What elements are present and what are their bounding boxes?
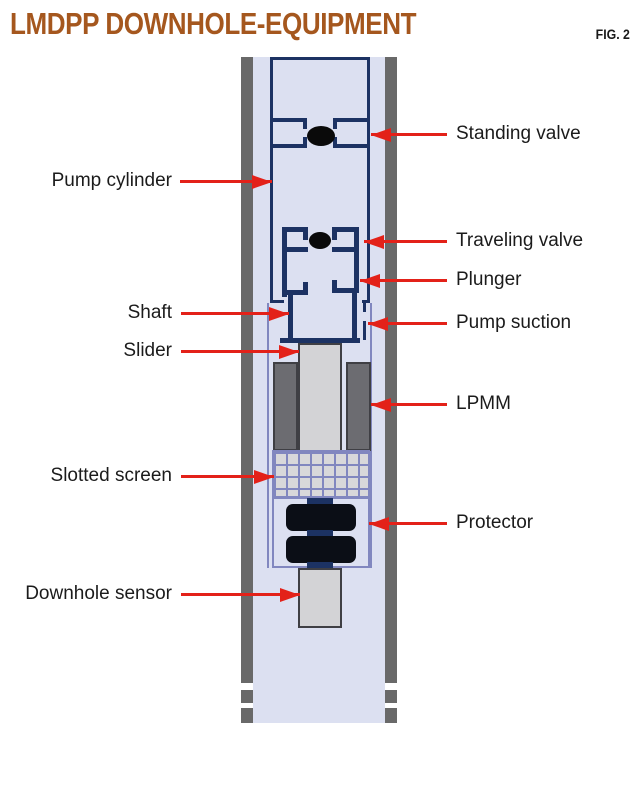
housing-right-line [370,303,372,568]
casing-right-wall [385,57,397,683]
shaft-bottom-rail [280,338,360,343]
shaft-left-wall [288,295,293,343]
protector-coupling-bottom [307,562,333,568]
shaft-arrow [181,312,289,315]
pump-suction-line-upper [363,303,366,312]
standing-valve-rail-bottom-left [271,144,307,148]
lpmm-block-right [346,362,371,451]
slotted-screen-arrow [181,475,274,478]
standing-valve-tick-top-right [333,118,337,129]
pump-cylinder-left-hook [270,300,284,303]
page-title: LMDPP DOWNHOLE-EQUIPMENT [10,6,417,41]
protector-label: Protector [456,512,534,533]
casing-right-wall-dash-2 [385,708,397,723]
standing-valve-rail-top-left [271,118,307,122]
downhole-sensor-arrow [181,593,300,596]
plunger-bottom-rail-left [282,290,308,295]
traveling-valve-ball [309,232,331,249]
standing-valve-tick-top-left [303,118,307,129]
shaft-label: Shaft [127,302,172,323]
pump-cylinder-right-jog [362,300,370,303]
plunger-arrow [360,279,447,282]
traveling-valve-rail-top-left [282,227,308,232]
plunger-bottom-tick-left [303,282,308,294]
figure-number: FIG. 2 [595,26,630,42]
pump-cylinder-right-line [367,57,370,303]
pump-cylinder-label: Pump cylinder [51,170,172,191]
pump-suction-arrow [368,322,447,325]
plunger-bottom-rail-right [332,288,359,293]
traveling-valve-rail-top-right [332,227,359,232]
casing-left-wall-dash-1 [241,690,253,703]
traveling-valve-rail2-left [282,247,308,252]
casing-left-wall [241,57,253,683]
slider-label: Slider [123,340,172,361]
traveling-valve-label: Traveling valve [456,230,584,251]
casing-left-wall-dash-2 [241,708,253,723]
lpmm-label: LPMM [456,393,511,414]
plunger-bottom-tick-right [332,280,337,292]
slider-arrow [181,350,299,353]
traveling-valve-tick-right [332,227,337,240]
plunger-left-wall [282,227,287,297]
plunger-right-wall [354,227,359,293]
standing-valve-rail-top-right [333,118,370,122]
housing-left-line [267,303,269,568]
protector-module-1 [286,504,356,531]
standing-valve-tick-bottom-right [333,137,337,148]
protector-coupling-middle [307,530,333,537]
traveling-valve-arrow [364,240,447,243]
protector-arrow [369,522,447,525]
pump-suction-label: Pump suction [456,312,572,333]
protector-coupling-top [307,498,333,505]
standing-valve-label: Standing valve [456,123,581,144]
lpmm-block-left [273,362,298,451]
casing-right-wall-dash-1 [385,690,397,703]
standing-valve-ball [307,126,335,146]
pump-cylinder-arrow [180,180,272,183]
slider-rod [298,343,342,452]
pump-cylinder-top-rail [270,57,370,60]
standing-valve-tick-bottom-left [303,137,307,148]
slotted-screen-grid [272,450,370,498]
plunger-label: Plunger [456,269,522,290]
standing-valve-rail-bottom-right [333,144,370,148]
downhole-sensor-label: Downhole sensor [25,583,172,604]
shaft-right-wall [352,293,357,343]
pump-suction-line-lower [363,321,366,340]
traveling-valve-rail2-right [332,247,359,252]
slotted-screen-label: Slotted screen [50,465,172,486]
standing-valve-arrow [371,133,447,136]
downhole-sensor-body [298,568,342,628]
protector-module-2 [286,536,356,563]
lpmm-arrow [371,403,447,406]
traveling-valve-tick-left [303,227,308,240]
